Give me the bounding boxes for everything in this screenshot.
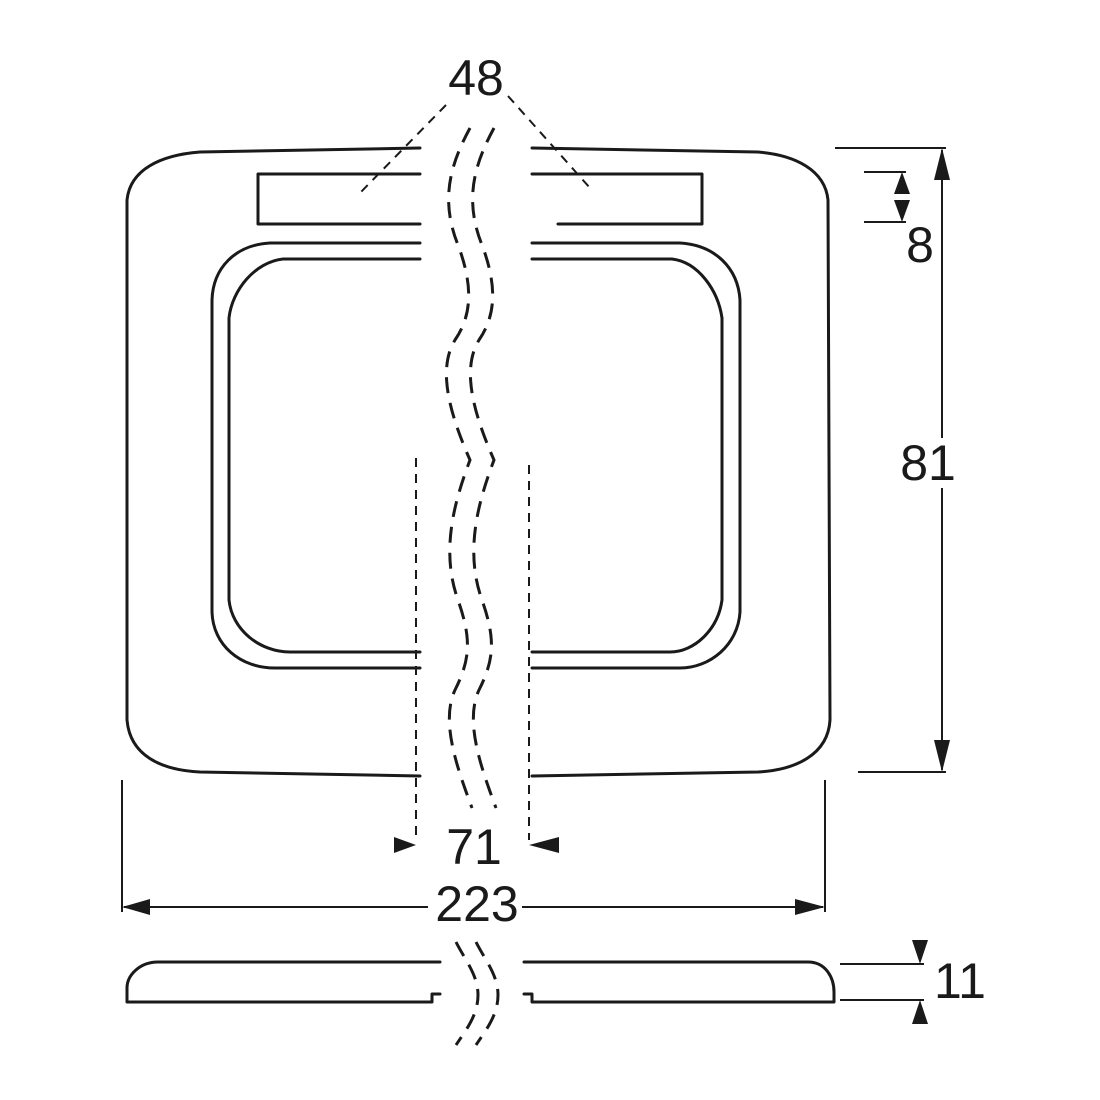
side-profile-right <box>522 960 836 1004</box>
dimension-arrow-223-right <box>795 899 825 915</box>
frame-outer-outline-left <box>125 146 422 778</box>
inner-opening-inner-left <box>227 257 422 654</box>
frame-outer-outline-right <box>530 146 832 778</box>
dimension-label-11: 11 <box>934 953 986 1009</box>
dimension-arrow-81-down <box>934 740 950 772</box>
break-line-left <box>444 127 474 809</box>
label-window-left <box>256 172 422 226</box>
inner-opening-outer-left <box>210 241 422 670</box>
dimension-label-71: 71 <box>446 819 502 875</box>
dimension-label-223: 223 <box>435 876 518 932</box>
dimension-arrow-71-left <box>394 837 416 853</box>
dimension-arrow-81-up <box>934 148 950 180</box>
dimension-arrow-8-down <box>894 200 910 222</box>
side-break-line-left <box>454 941 480 1046</box>
dimension-label-8: 8 <box>906 217 934 273</box>
label-window-right <box>530 172 704 226</box>
dimension-arrow-11-up <box>912 1000 928 1024</box>
dimension-label-48: 48 <box>448 50 504 106</box>
dimension-arrow-11-down <box>912 940 928 964</box>
break-line-right <box>468 127 498 809</box>
dimension-label-81: 81 <box>900 435 956 491</box>
inner-opening-inner-right <box>530 257 724 654</box>
side-profile-left <box>125 960 442 1004</box>
callout-leader-48-left <box>357 104 447 196</box>
dimension-arrow-71-right <box>529 837 559 853</box>
side-break-line-right <box>474 941 500 1046</box>
inner-opening-outer-right <box>530 241 742 670</box>
callout-leader-48-right <box>507 95 591 189</box>
dimension-arrow-8-up <box>894 172 910 194</box>
dimension-arrow-223-left <box>122 899 150 915</box>
